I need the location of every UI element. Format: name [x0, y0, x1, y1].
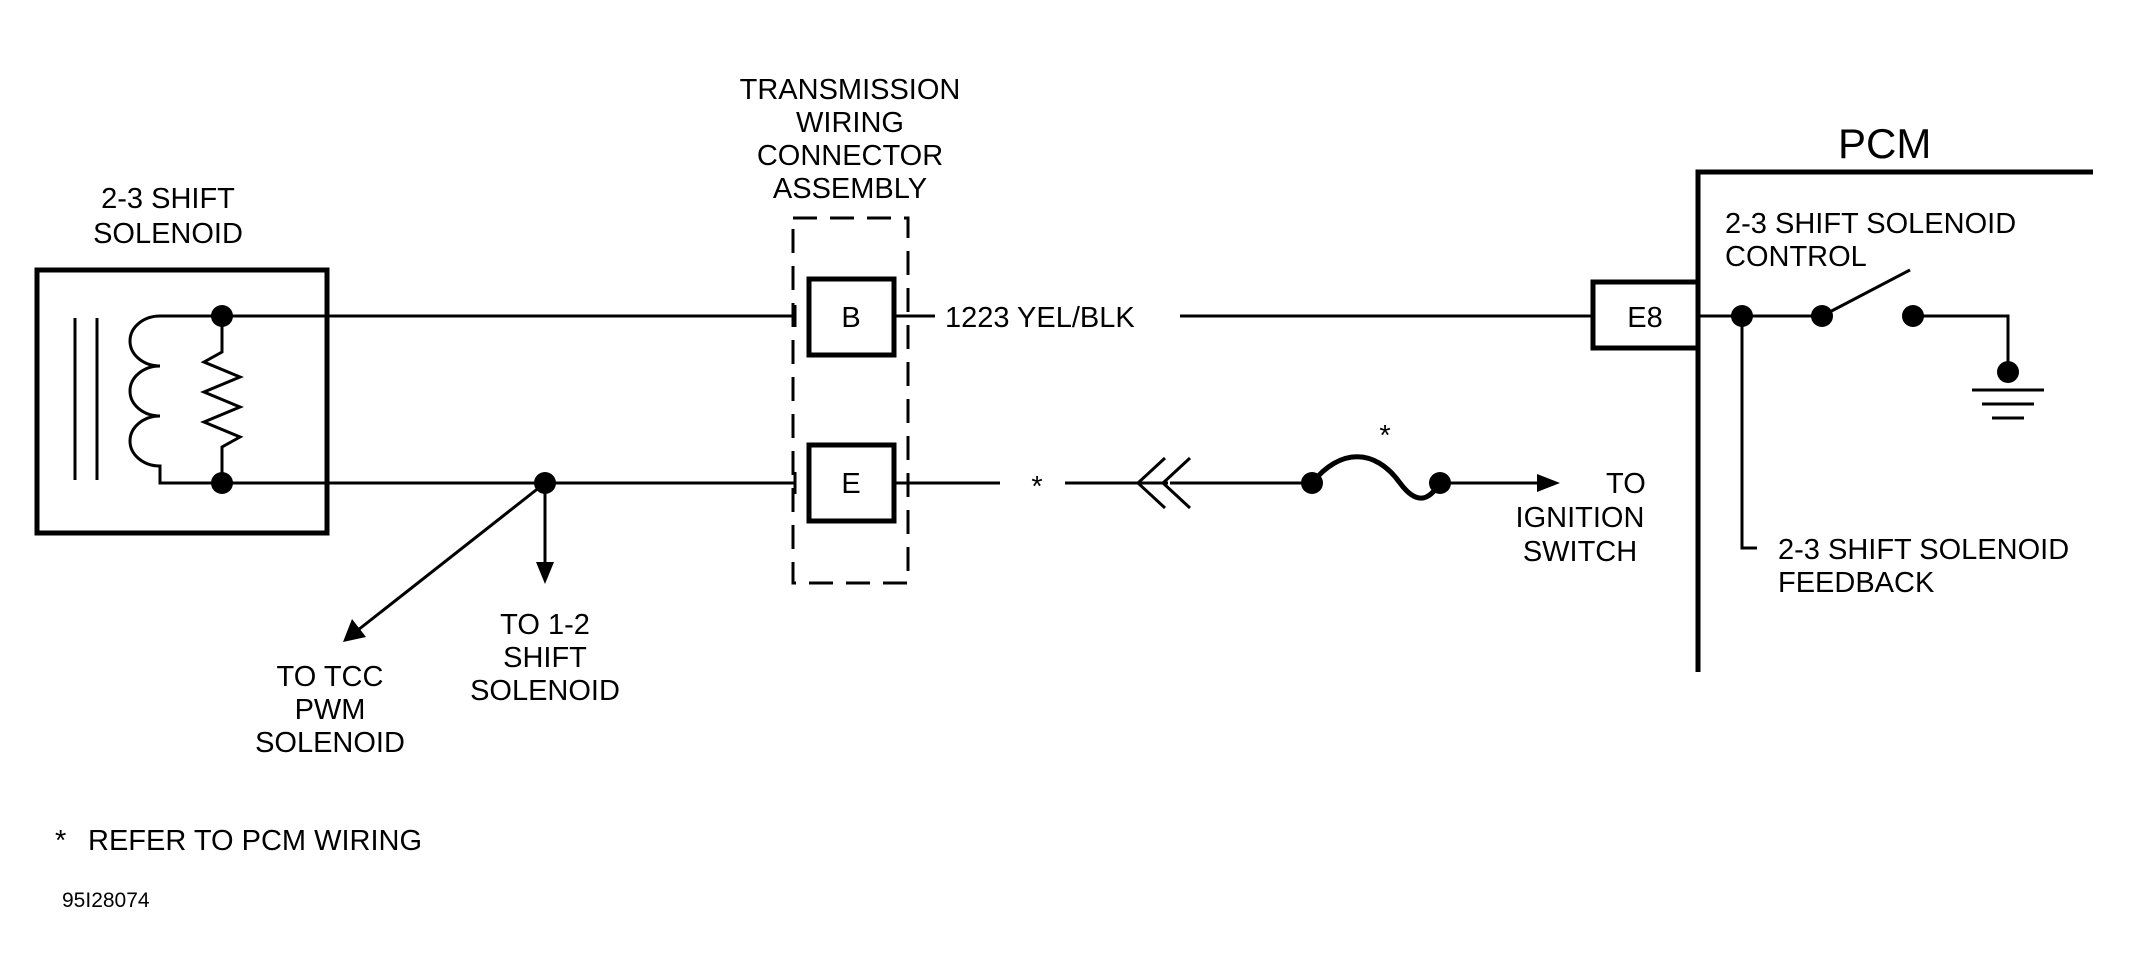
pin-b-label: B — [841, 302, 860, 334]
pin-e8-label: E8 — [1627, 302, 1662, 334]
switch-blade — [1821, 268, 1911, 318]
to-tcc-line1: TO TCC — [277, 661, 384, 693]
connector-title-line3: CONNECTOR — [757, 140, 943, 172]
feedback-label-line1: 2-3 SHIFT SOLENOID — [1778, 534, 2069, 566]
connector-title-line4: ASSEMBLY — [773, 173, 927, 205]
solenoid-box — [34, 267, 330, 536]
to-tcc-line2: PWM — [295, 694, 366, 726]
to-ignition-line3: SWITCH — [1523, 536, 1637, 568]
wire-asterisk: * — [1031, 471, 1042, 503]
fuse-element — [1310, 454, 1443, 501]
pin-e-label: E — [841, 468, 860, 500]
to-12-line1: TO 1-2 — [500, 609, 590, 641]
footnote-text: REFER TO PCM WIRING — [88, 825, 422, 857]
control-label-line1: 2-3 SHIFT SOLENOID — [1725, 208, 2016, 240]
pcm-title: PCM — [1838, 120, 1931, 167]
wire-label-1223: 1223 YEL/BLK — [945, 302, 1135, 334]
arrow-12 — [536, 562, 554, 584]
figure-id: 95I28074 — [62, 889, 150, 912]
to-ignition-line2: IGNITION — [1516, 502, 1645, 534]
footnote-star: * — [55, 825, 66, 857]
connector-title-line2: WIRING — [796, 107, 904, 139]
fuse-asterisk: * — [1379, 420, 1390, 452]
solenoid-coil — [128, 314, 220, 485]
connector-title-line1: TRANSMISSION — [740, 74, 961, 106]
solenoid-title-line1: 2-3 SHIFT — [101, 183, 235, 215]
pcm-boundary — [1695, 169, 2093, 672]
inline-connector-symbol — [1135, 456, 1192, 510]
solenoid-title-line2: SOLENOID — [93, 218, 243, 250]
arrow-ignition — [1537, 474, 1560, 492]
wire-switch-to-ground — [1913, 314, 2010, 372]
branch-to-tcc — [357, 481, 546, 632]
feedback-label-line2: FEEDBACK — [1778, 567, 1935, 599]
to-12-line3: SOLENOID — [470, 675, 620, 707]
to-ignition-line1: TO — [1606, 468, 1646, 500]
solenoid-resistor — [200, 316, 244, 483]
ground-junction — [1997, 361, 2019, 383]
control-label-line2: CONTROL — [1725, 241, 1867, 273]
to-tcc-line3: SOLENOID — [255, 727, 405, 759]
arrow-tcc — [343, 619, 366, 642]
connector-assembly-outline — [791, 216, 910, 585]
wire-feedback — [1740, 316, 1757, 550]
to-12-line2: SHIFT — [503, 642, 587, 674]
